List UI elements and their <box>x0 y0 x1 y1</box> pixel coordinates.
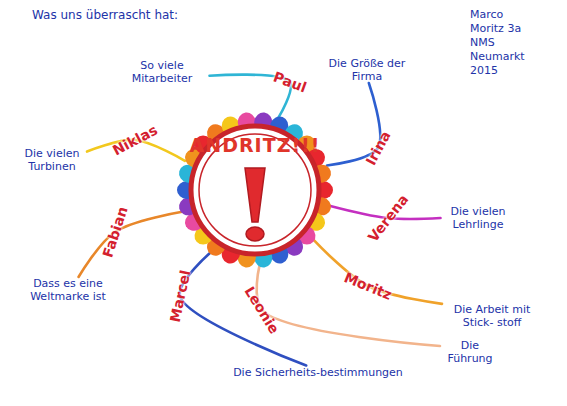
answer-note: Die Führung <box>440 339 500 365</box>
answer-note: Die vielen Turbinen <box>17 147 87 173</box>
answer-text: So viele Mitarbeiter <box>115 59 210 85</box>
student-name: Niklas <box>110 122 160 159</box>
author-note: Marco Moritz 3a NMS Neumarkt 2015 <box>470 8 522 78</box>
center-circle: ANDRITZ!!! <box>175 110 335 270</box>
answer-text: Dass es eine Weltmarke ist <box>26 277 111 303</box>
branch-line <box>313 239 442 304</box>
student-name: Marcel <box>167 268 194 323</box>
branch-line <box>257 266 440 346</box>
answer-text: Die Größe der Firma <box>327 57 407 83</box>
answer-note: Dass es eine Weltmarke ist <box>26 277 111 303</box>
student-name: Moritz <box>342 269 394 303</box>
exclamation-dot <box>246 227 264 241</box>
answer-text: Die Sicherheits-bestimmungen <box>231 366 406 379</box>
answer-text: Die Führung <box>440 339 500 365</box>
company-name: ANDRITZ!!! <box>175 134 335 156</box>
map-title: Was uns überrascht hat: <box>32 8 178 22</box>
branch-line <box>79 212 183 277</box>
answer-text: Die Arbeit mit Stick- stoff <box>442 303 542 329</box>
branch-line <box>180 252 306 365</box>
answer-note: So viele Mitarbeiter <box>115 59 210 85</box>
exclamation-mark <box>245 168 265 222</box>
answer-note: Die vielen Lehrlinge <box>441 205 516 231</box>
student-name: Fabian <box>99 205 130 260</box>
answer-note: Die Arbeit mit Stick- stoff <box>442 303 542 329</box>
answer-text: Die vielen Lehrlinge <box>441 205 516 231</box>
answer-text: Die vielen Turbinen <box>17 147 87 173</box>
answer-note: Die Größe der Firma <box>327 57 407 83</box>
answer-note: Die Sicherheits-bestimmungen <box>231 366 406 379</box>
student-name: Irina <box>362 128 393 168</box>
student-name: Leonie <box>241 284 282 337</box>
